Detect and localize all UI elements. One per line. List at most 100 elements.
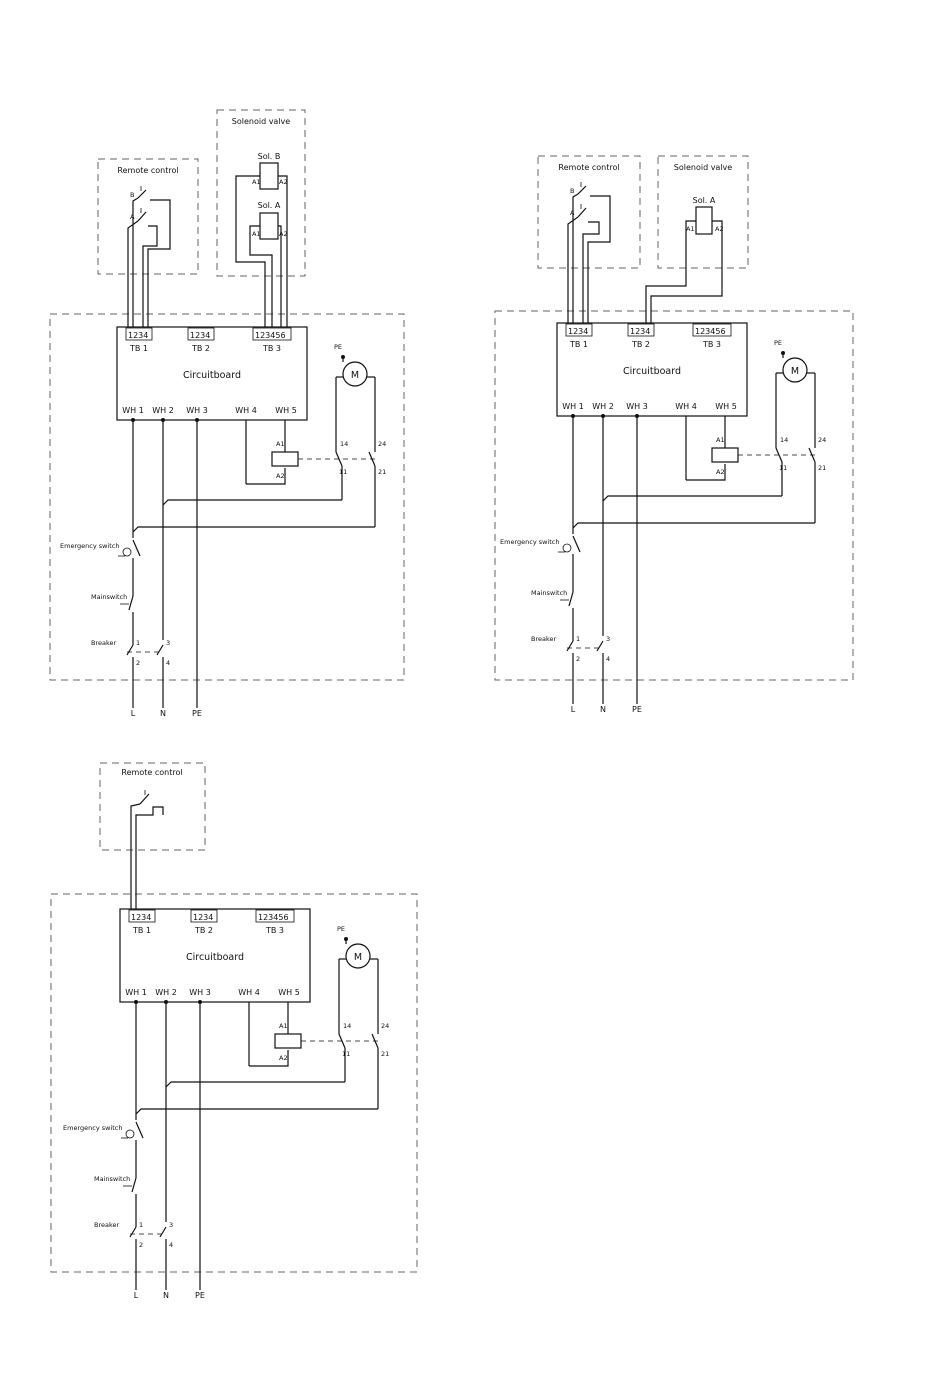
sol-b-a1-wire: [235, 175, 266, 327]
supply-n-label: N: [163, 1291, 169, 1300]
sol-b-label: Sol. B: [258, 152, 281, 161]
sol-b-coil: [259, 162, 279, 190]
motor-pe-label: PE: [337, 925, 345, 933]
wh4-label: WH 4: [675, 402, 697, 411]
motor-pe-dot: [781, 351, 785, 355]
emergency-switch-label: Emergency switch: [60, 542, 119, 550]
mainswitch-contact: [568, 591, 574, 607]
breaker-label: Breaker: [94, 1221, 120, 1229]
mainswitch-label: Mainswitch: [91, 593, 127, 601]
sol-a-coil: [259, 212, 279, 240]
coil-a1-label: A1: [279, 1022, 288, 1030]
circuitboard-label: Circuitboard: [183, 370, 241, 381]
wh5-label: WH 5: [715, 402, 737, 411]
tb2-terminal-block: [190, 909, 218, 923]
coil-a1-label: A1: [716, 436, 725, 444]
contact-14-label: 14: [343, 1022, 351, 1030]
emergency-button: [562, 543, 572, 553]
tb3-pins: 123456: [695, 327, 726, 336]
switch-b-contact: [137, 189, 147, 199]
coil-a2-wire: [249, 1050, 289, 1067]
motor-label: M: [351, 370, 359, 381]
tb3-label: TB 3: [702, 340, 721, 349]
tb2-label: TB 2: [631, 340, 650, 349]
breaker-3-label: 3: [169, 1221, 173, 1229]
contact-21-24-blade: [368, 451, 376, 467]
tb1-pin3-wire: [142, 225, 158, 327]
remote-control-label: Remote control: [117, 166, 178, 175]
wh2-label: WH 2: [592, 402, 614, 411]
contact-21-label: 21: [378, 468, 386, 476]
wh1-label: WH 1: [125, 988, 147, 997]
sol-b-a2-label: A2: [279, 178, 288, 186]
sol-a-a1-wire: [645, 220, 696, 323]
mainswitch-label: Mainswitch: [531, 589, 567, 597]
breaker-3-label: 3: [606, 635, 610, 643]
contact-21-label: 21: [818, 464, 826, 472]
breaker-contact-l: [129, 1226, 137, 1238]
remote-control-label: Remote control: [558, 163, 619, 172]
wh2-label: WH 2: [155, 988, 177, 997]
wh5-label: WH 5: [278, 988, 300, 997]
tb2-pins: 1234: [190, 331, 210, 340]
tb2-pins: 1234: [193, 913, 213, 922]
circuitboard-box: [119, 908, 311, 1003]
relay-coil: [274, 1033, 302, 1049]
breaker-label: Breaker: [91, 639, 117, 647]
breaker-1-label: 1: [139, 1221, 143, 1229]
sol-b-a1-label: A1: [252, 178, 261, 186]
breaker-1-label: 1: [136, 639, 140, 647]
motor-circle: [782, 357, 808, 383]
sol-a-a2-label: A2: [279, 230, 288, 238]
relay-coil: [271, 451, 299, 467]
supply-n-label: N: [160, 709, 166, 718]
tb1-pins: 1234: [128, 331, 148, 340]
tb2-label: TB 2: [194, 926, 213, 935]
motor-pe-dot: [344, 937, 348, 941]
tb2-pins: 1234: [630, 327, 650, 336]
breaker-4-label: 4: [166, 659, 170, 667]
motor-pe-label: PE: [334, 343, 342, 351]
coil-a2-label: A2: [279, 1054, 288, 1062]
solenoid-valve-box: [216, 109, 306, 277]
solenoid-valve-box: [657, 155, 749, 269]
contact-11-14-blade: [775, 447, 783, 463]
sol-a-a1-wire: [249, 225, 273, 327]
supply-pe-label: PE: [192, 709, 202, 718]
supply-pe-label: PE: [195, 1291, 205, 1300]
tb3-label: TB 3: [262, 344, 281, 353]
switch-b-label: B: [570, 187, 574, 195]
breaker-2-label: 2: [576, 655, 580, 663]
wh4-label: WH 4: [238, 988, 260, 997]
motor-label: M: [354, 952, 362, 963]
solenoid-valve-label: Solenoid valve: [232, 117, 291, 126]
tb2-terminal-block: [187, 327, 215, 341]
wh3-label: WH 3: [189, 988, 211, 997]
breaker-contact-l: [126, 644, 134, 656]
supply-pe-label: PE: [632, 705, 642, 714]
wh2-label: WH 2: [152, 406, 174, 415]
emergency-switch-contact: [135, 1121, 144, 1139]
tb2-terminal-block: [627, 323, 655, 337]
breaker-contact-n: [596, 640, 604, 652]
contact-11-14-blade: [338, 1033, 346, 1049]
breaker-3-label: 3: [166, 639, 170, 647]
supply-l-label: L: [134, 1291, 139, 1300]
contact-11-label: 11: [339, 468, 347, 476]
breaker-4-label: 4: [606, 655, 610, 663]
emergency-button: [125, 1129, 135, 1139]
supply-l-label: L: [131, 709, 136, 718]
contact-21-24-blade: [808, 447, 816, 463]
tb1-terminal-block: [125, 327, 153, 341]
wh3-label: WH 3: [186, 406, 208, 415]
circuitboard-box: [116, 326, 308, 421]
control-cabinet-box: [49, 313, 405, 681]
contact-11-14-blade: [335, 451, 343, 467]
contact-14-label: 14: [780, 436, 788, 444]
tb1-terminal-block: [565, 323, 593, 337]
motor-pe-dot: [341, 355, 345, 359]
tb1-pin1-wire: [130, 803, 141, 909]
